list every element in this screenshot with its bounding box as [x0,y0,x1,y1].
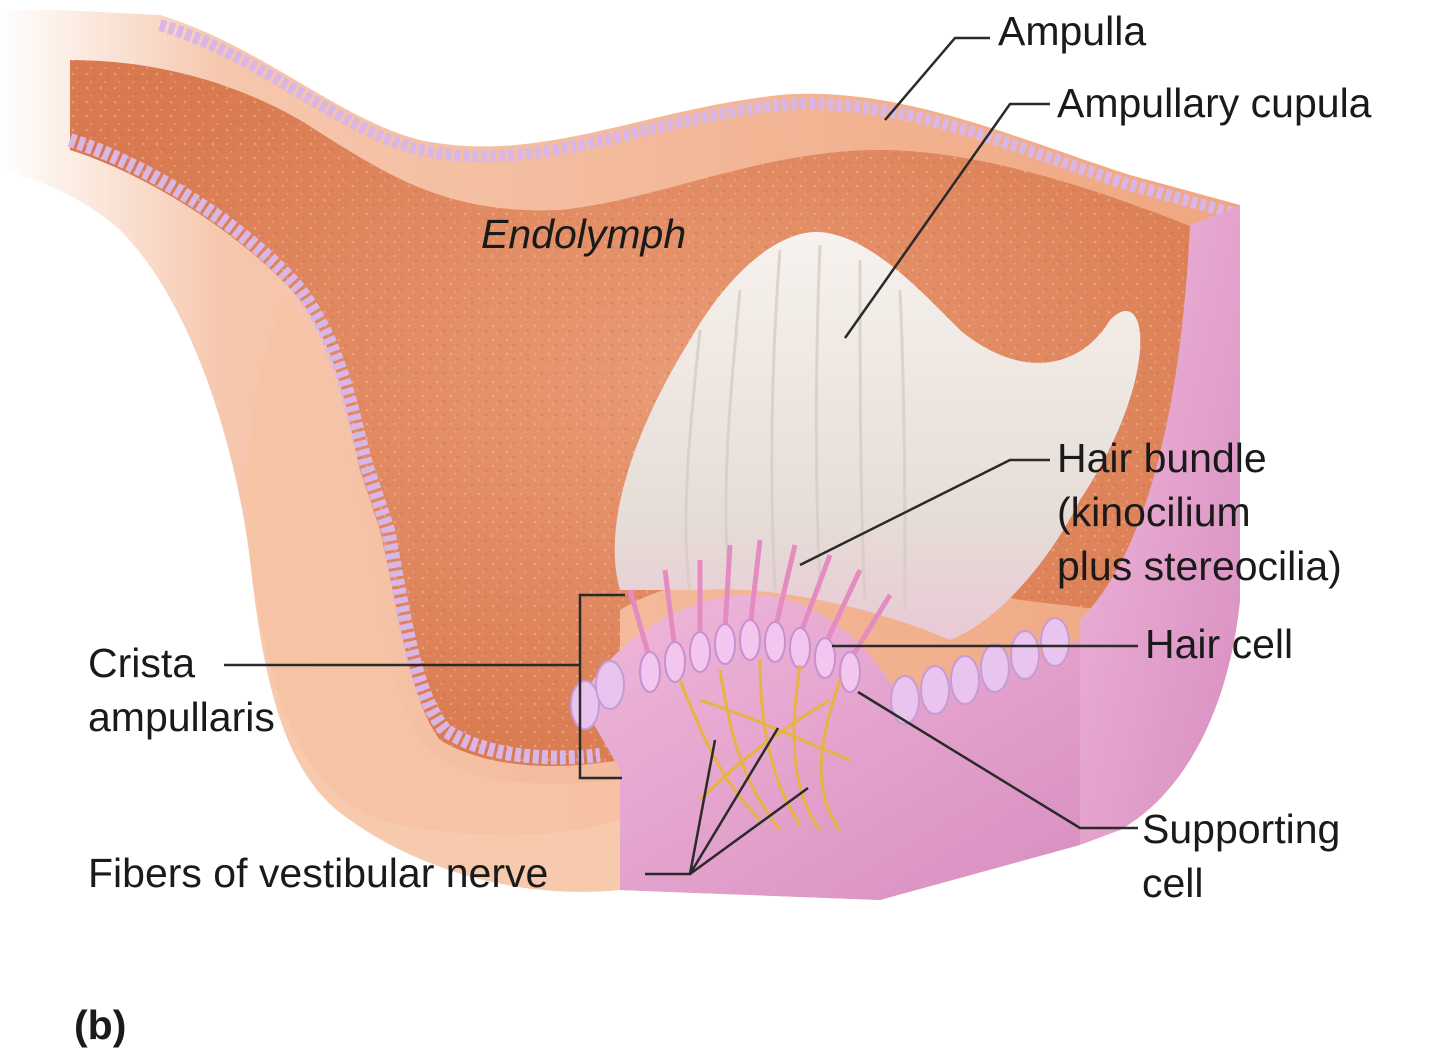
label-hair-bundle: Hair bundle (kinocilium plus stereocilia… [1057,431,1342,593]
supporting-cell-row [570,617,1070,730]
label-crista-line2: ampullaris [88,694,275,740]
label-endolymph-text: Endolymph [481,211,687,257]
vestibular-nerve-fibers [678,659,851,831]
ampullary-cupula [614,231,1141,640]
label-hair-bundle-line1: Hair bundle [1057,435,1267,481]
label-supporting-line2: cell [1142,860,1204,906]
label-fibers-text: Fibers of vestibular nerve [88,850,549,896]
crista-tissue-block [580,594,1080,900]
label-ampulla-text: Ampulla [998,8,1147,54]
leader-fiber-3 [689,786,809,876]
label-ampullary-cupula: Ampullary cupula [1057,76,1372,130]
label-hair-bundle-line2: (kinocilium [1057,489,1251,535]
label-hair-bundle-line3: plus stereocilia) [1057,543,1342,589]
panel-letter: (b) [74,998,126,1052]
label-endolymph: Endolymph [481,207,686,261]
leader-ampullary-cupula [843,102,1050,339]
label-crista-line1: Crista [88,640,196,686]
label-fibers-vestibular-nerve: Fibers of vestibular nerve [88,846,548,900]
wall-cut-face [246,300,620,892]
label-supporting-cell: Supporting cell [1142,802,1340,910]
crista-bracket [578,593,625,780]
leader-fiber-2 [688,727,780,875]
label-ampullary-cupula-text: Ampullary cupula [1057,80,1372,126]
epithelium-upper [67,133,601,765]
leader-ampulla [884,36,990,121]
label-hair-cell-text: Hair cell [1145,621,1294,667]
label-ampulla: Ampulla [998,4,1146,58]
cupula-streaks [684,244,907,611]
leader-lines [224,36,1138,876]
panel-letter-text: (b) [74,1002,127,1048]
hair-bundles [627,539,893,662]
label-supporting-line1: Supporting [1142,806,1341,852]
label-hair-cell: Hair cell [1145,617,1293,671]
leader-supporting-cell [857,690,1138,830]
epithelium-top [158,19,1234,219]
hair-cells [639,619,861,693]
label-crista-ampullaris: Crista ampullaris [88,636,275,744]
leader-hair-bundle [799,458,1050,567]
right-cut-wall [1080,205,1240,845]
